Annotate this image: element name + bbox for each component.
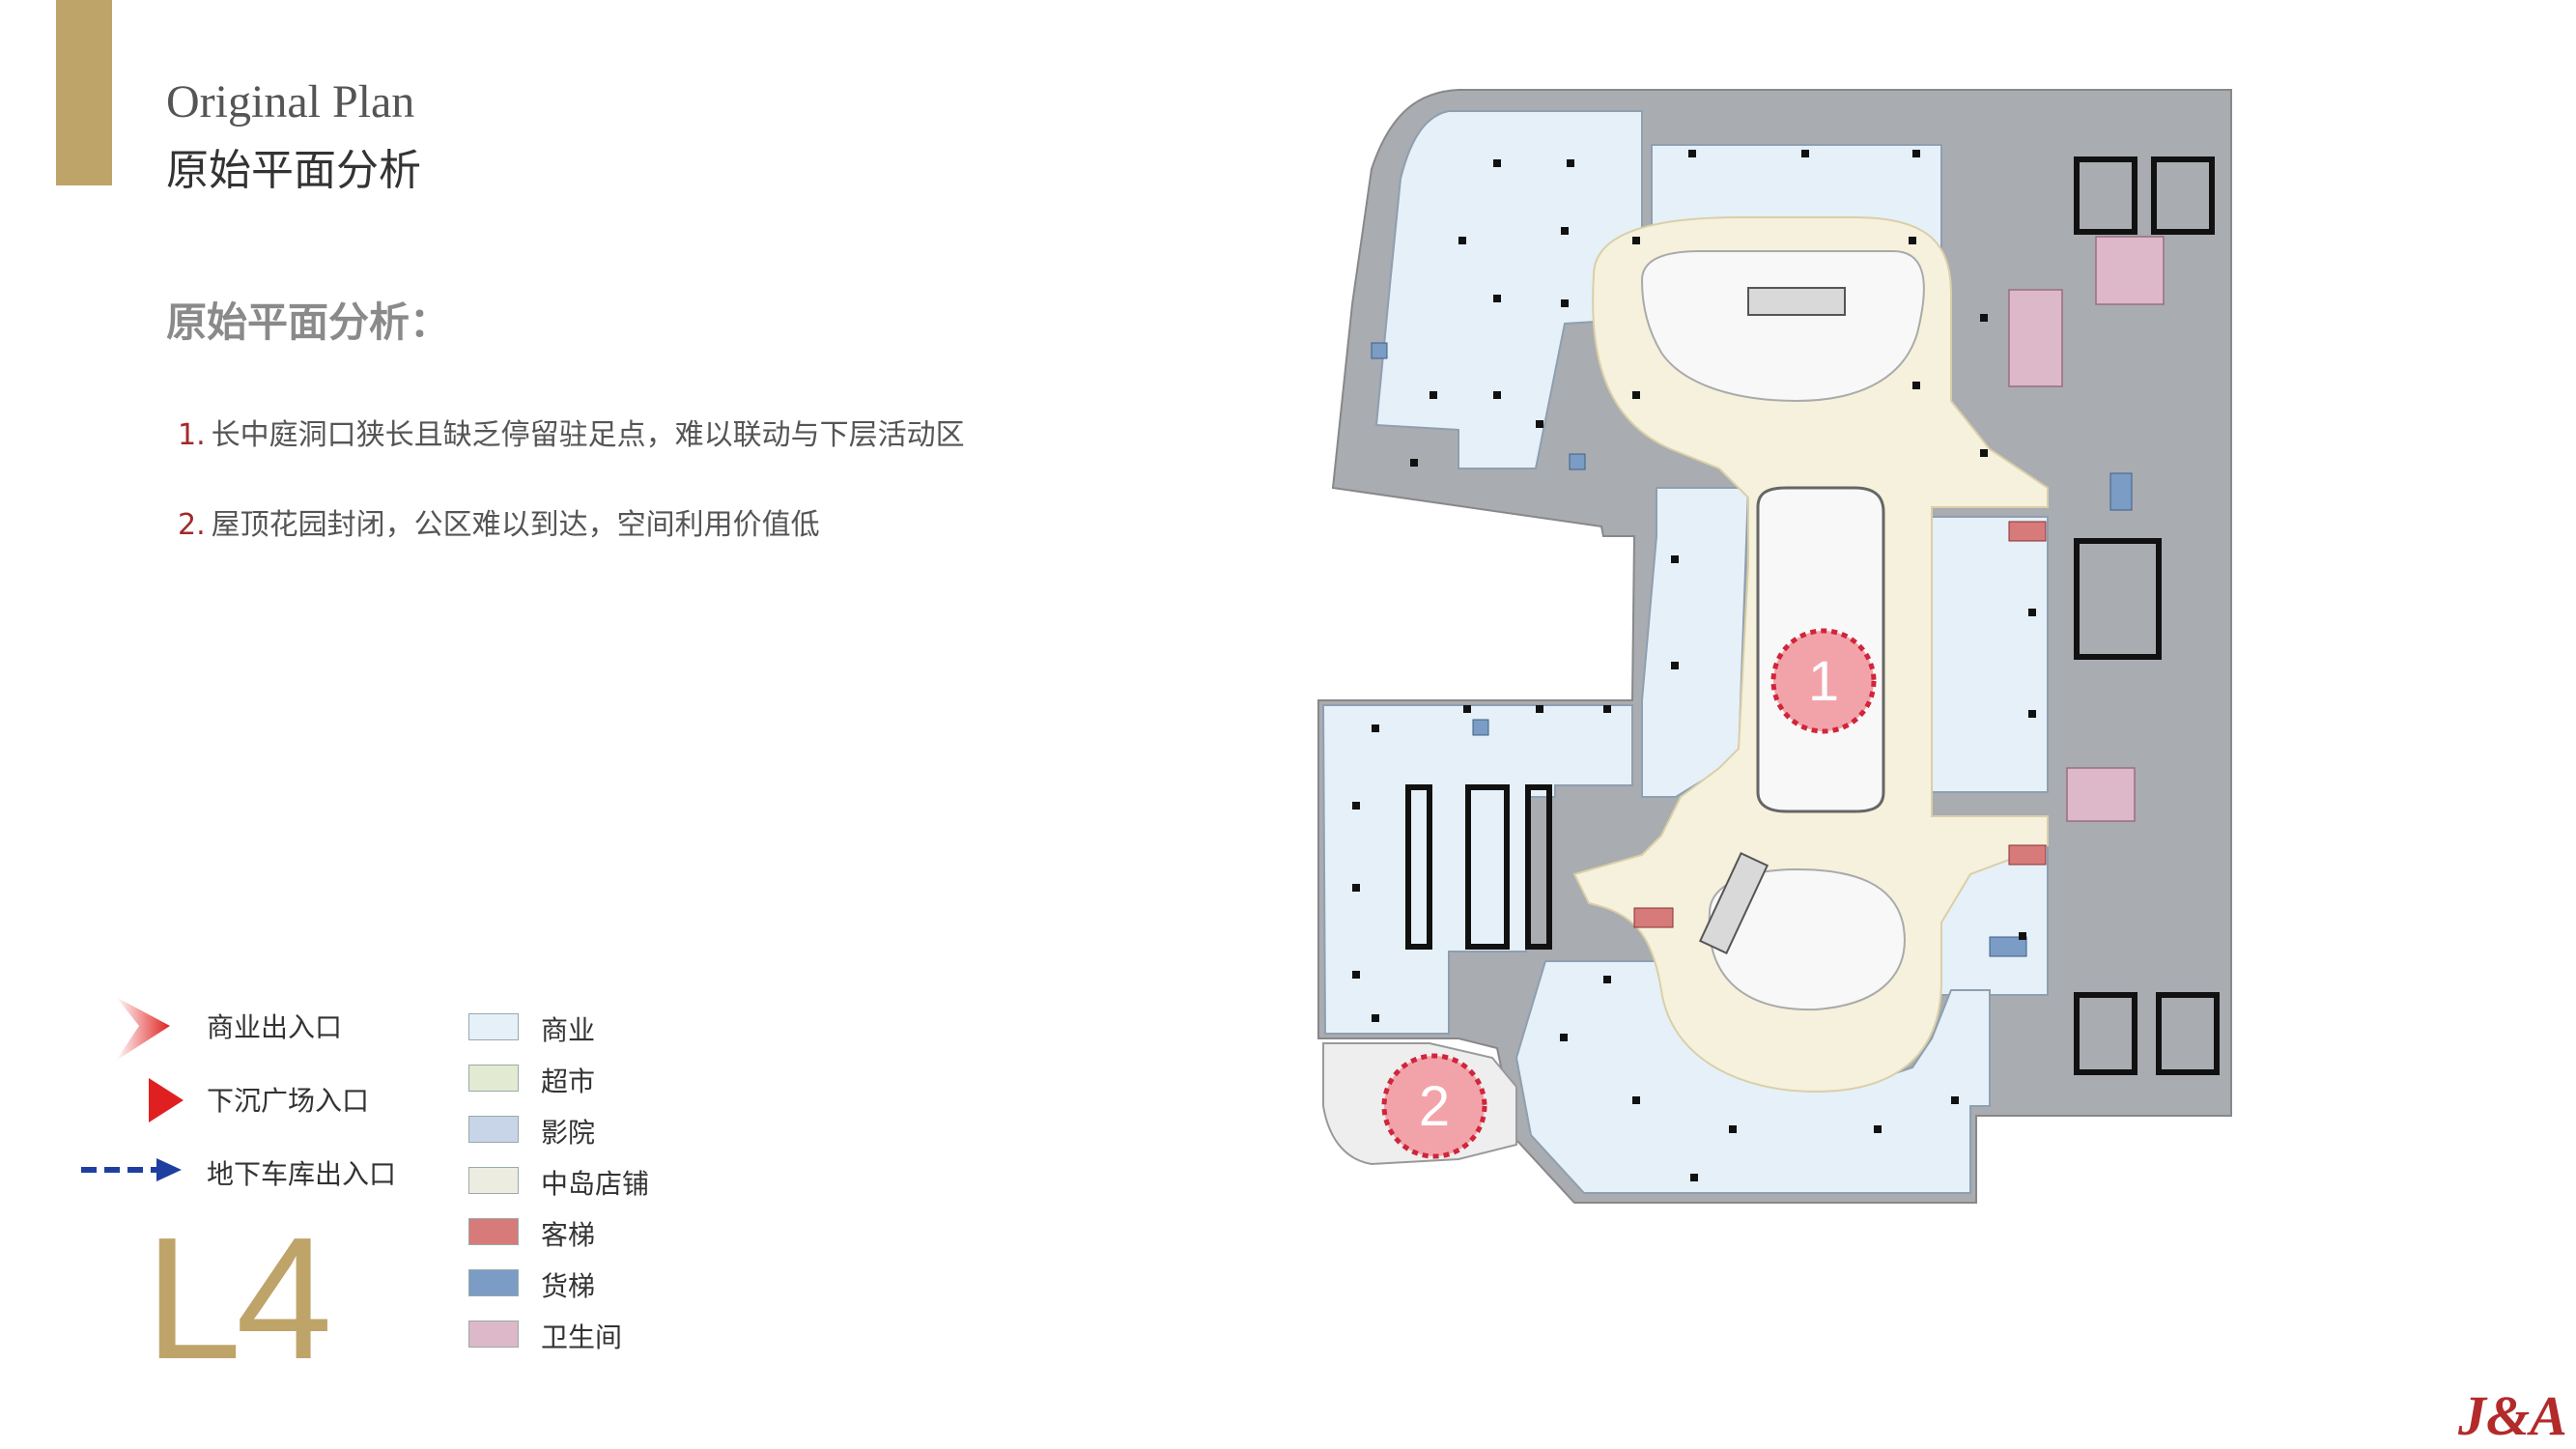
legend-label: 地下车库出入口	[207, 1158, 397, 1190]
legend-label: 影院	[541, 1117, 596, 1149]
stair-core-3	[2074, 538, 2162, 660]
stair-core-5	[2156, 992, 2220, 1075]
point-number: 2.	[178, 508, 206, 542]
restroom-south-east	[2066, 767, 2136, 822]
restroom-swatch	[468, 1321, 519, 1348]
stair-core-8	[1525, 784, 1552, 950]
company-logo: J&A	[2458, 1384, 2567, 1447]
stair-core-2	[2151, 156, 2215, 235]
legend-passenger-lift: 客梯	[468, 1214, 720, 1253]
legend-commercial: 商业	[468, 1009, 720, 1048]
accent-bar	[56, 0, 112, 185]
legend-label: 客梯	[541, 1219, 596, 1251]
legend-freight-lift: 货梯	[468, 1265, 720, 1304]
section-heading: 原始平面分析：	[166, 298, 451, 346]
freight-lift-2	[1989, 936, 2027, 957]
marker-2-label: 2	[1419, 1075, 1450, 1138]
analysis-point-2: 2.屋顶花园封闭，公区难以到达，空间利用价值低	[178, 500, 820, 543]
freight-lift-4	[1569, 453, 1586, 470]
commercial-entrance-arrow-icon	[116, 997, 170, 1061]
stair-core-6	[1405, 784, 1432, 950]
legend-cinema: 影院	[468, 1112, 720, 1151]
stair-core-7	[1465, 784, 1510, 950]
stair-core-4	[2074, 992, 2137, 1075]
legend-garage-entrance: 地下车库出入口	[77, 1142, 425, 1200]
point-text: 屋顶花园封闭，公区难以到达，空间利用价值低	[211, 508, 820, 542]
passenger-lift-2	[2008, 844, 2047, 866]
supermarket-swatch	[468, 1065, 519, 1092]
sunken-plaza-triangle-icon	[149, 1078, 184, 1122]
passenger-lift-1	[2008, 521, 2047, 542]
marker-2: 2	[1381, 1053, 1487, 1159]
marker-1-label: 1	[1808, 650, 1839, 713]
legend-label: 商业出入口	[207, 1011, 343, 1043]
freight-lift-5	[1371, 342, 1388, 359]
legend-label: 中岛店铺	[541, 1168, 650, 1200]
point-text: 长中庭洞口狭长且缺乏停留驻足点，难以联动与下层活动区	[211, 418, 965, 452]
legend-supermarket: 超市	[468, 1061, 720, 1099]
legend-label: 商业	[541, 1014, 596, 1046]
legend-label: 卫生间	[541, 1321, 623, 1353]
restroom-east	[2008, 289, 2063, 387]
legend-sunken-plaza-entrance: 下沉广场入口	[77, 1068, 425, 1126]
legend-restroom: 卫生间	[468, 1317, 720, 1355]
passenger-lift-swatch	[468, 1218, 519, 1245]
freight-lift-3	[1472, 719, 1489, 736]
floor-label: L4	[145, 1202, 332, 1396]
stair-core-1	[2074, 156, 2137, 235]
legend-label: 超市	[541, 1065, 596, 1097]
escalator-south	[1698, 852, 1769, 954]
marker-1: 1	[1770, 628, 1877, 734]
cinema-swatch	[468, 1116, 519, 1143]
legend-label: 货梯	[541, 1270, 596, 1302]
structural-columns	[1352, 150, 2036, 1181]
escalator-north	[1747, 287, 1846, 316]
floor-plan: 1 2	[1317, 89, 2232, 1204]
freight-lift-1	[2109, 472, 2133, 511]
atrium-void-north	[1640, 250, 1925, 403]
analysis-point-1: 1.长中庭洞口狭长且缺乏停留驻足点，难以联动与下层活动区	[178, 411, 965, 453]
page-title-cn: 原始平面分析	[166, 146, 421, 195]
commercial-swatch	[468, 1013, 519, 1040]
legend-commercial-entrance: 商业出入口	[77, 995, 425, 1061]
garage-dashed-arrow-icon	[81, 1158, 182, 1181]
shop-zone-north-west	[1374, 110, 1643, 469]
shop-zone-east-mid	[1921, 516, 2049, 793]
shop-zone-west-mid	[1641, 487, 1750, 798]
freight-lift-swatch	[468, 1269, 519, 1296]
island-shop-swatch	[468, 1167, 519, 1194]
point-number: 1.	[178, 418, 206, 452]
legend-label: 下沉广场入口	[207, 1085, 370, 1117]
restroom-north	[2095, 236, 2165, 305]
legend-island-shop: 中岛店铺	[468, 1163, 720, 1202]
page-title-en: Original Plan	[166, 76, 415, 128]
passenger-lift-3	[1633, 907, 1674, 928]
